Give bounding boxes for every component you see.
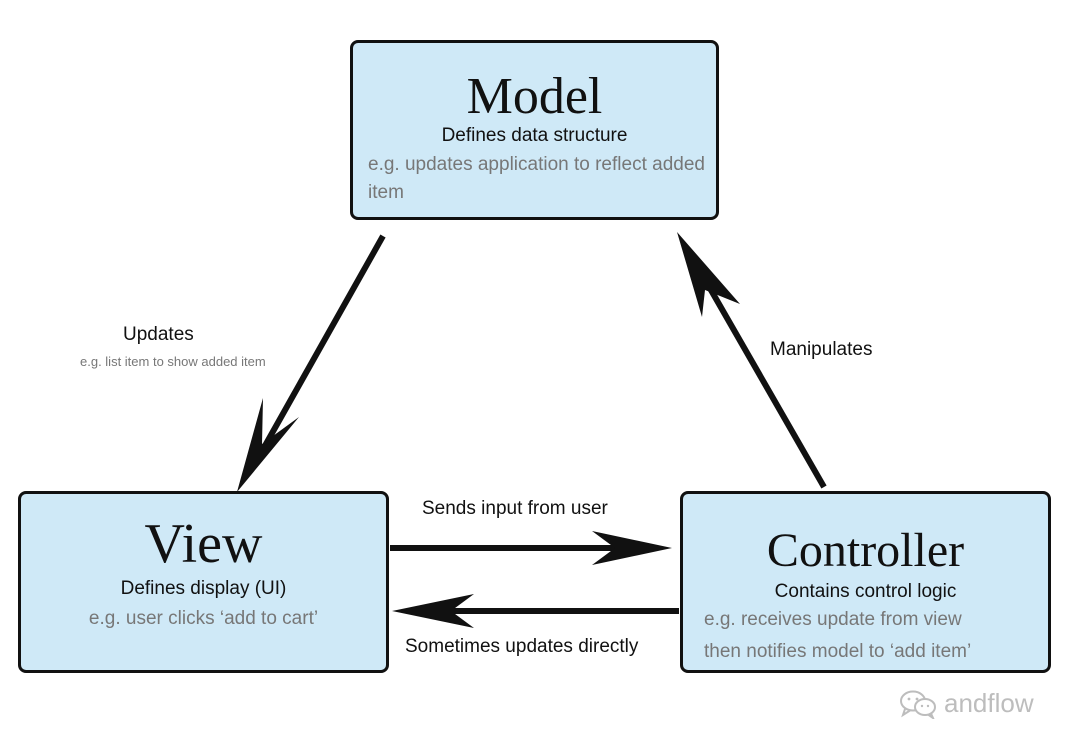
watermark: andflow	[898, 688, 1034, 719]
sends-input-label: Sends input from user	[422, 498, 608, 519]
watermark-text: andflow	[944, 688, 1034, 718]
model-title: Model	[466, 68, 603, 125]
view-box: View Defines display (UI) e.g. user clic…	[18, 491, 389, 673]
wechat-icon	[900, 690, 936, 719]
manipulates-label: Manipulates	[770, 339, 873, 360]
controller-example-line2: then notifies model to ‘add item’	[704, 641, 972, 662]
controller-subtitle: Contains control logic	[774, 581, 957, 602]
model-example: e.g. updates application to reflect adde…	[368, 154, 705, 203]
view-subtitle: Defines display (UI)	[120, 578, 287, 599]
arrow-model-to-view	[237, 234, 386, 492]
updates-label: Updates	[123, 324, 194, 345]
controller-title: Controller	[766, 524, 965, 577]
updates-example: e.g. list item to show added item	[80, 354, 266, 369]
controller-example-line1: e.g. receives update from view	[704, 609, 962, 630]
view-example: e.g. user clicks ‘add to cart’	[88, 608, 319, 629]
arrow-controller-to-model	[677, 232, 827, 489]
model-subtitle: Defines data structure	[441, 125, 628, 146]
view-title: View	[144, 513, 263, 575]
arrow-controller-to-view	[392, 594, 679, 628]
arrow-view-to-controller	[390, 531, 672, 565]
sometimes-updates-label: Sometimes updates directly	[405, 636, 639, 657]
model-box: Model Defines data structure e.g. update…	[350, 40, 719, 220]
controller-box: Controller Contains control logic e.g. r…	[680, 491, 1051, 673]
